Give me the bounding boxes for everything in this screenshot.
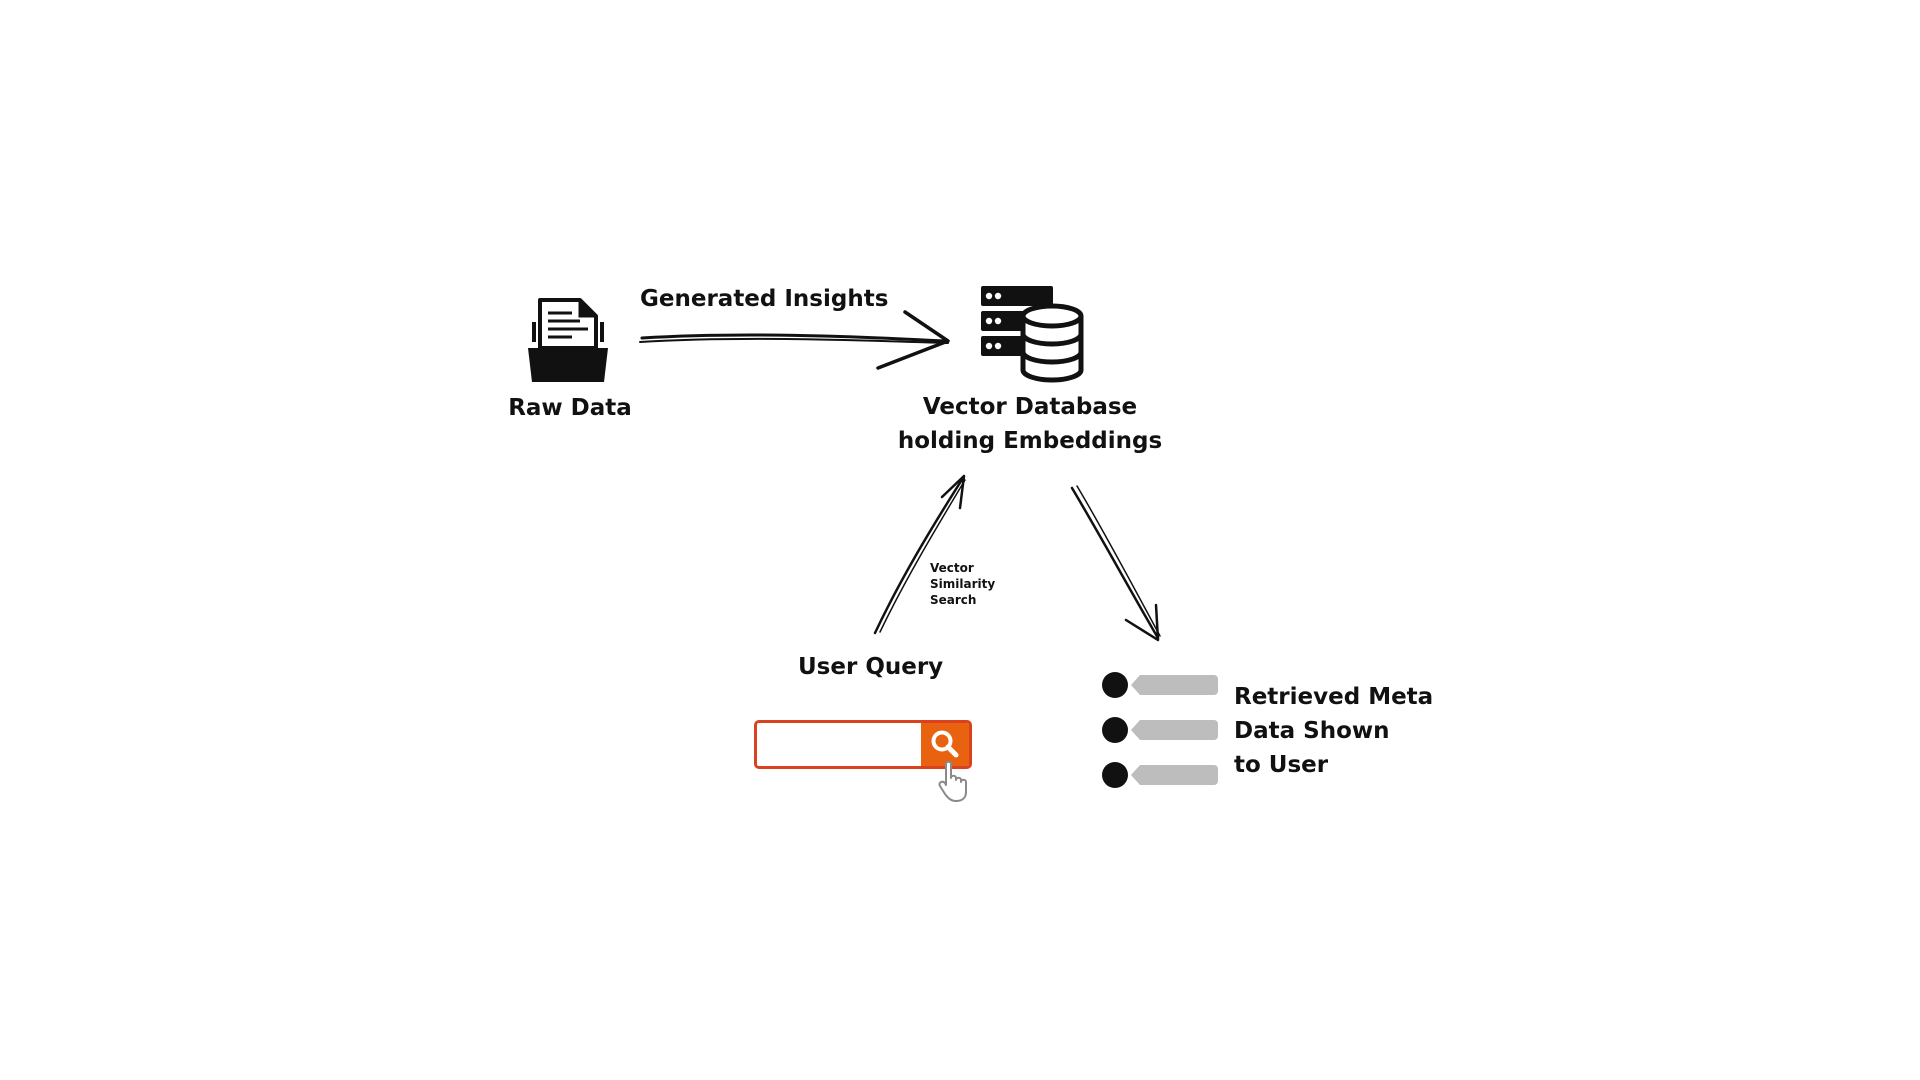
search-bar bbox=[754, 720, 972, 769]
vector-similarity-search-label: Vector Similarity Search bbox=[930, 560, 995, 608]
arrow-raw-to-db bbox=[639, 310, 950, 370]
arrow-query-to-db bbox=[873, 474, 966, 635]
retrieved-label-line: Retrieved Meta bbox=[1234, 684, 1434, 710]
user-query-label: User Query bbox=[798, 654, 944, 680]
retrieved-label-line: Data Shown bbox=[1234, 718, 1390, 744]
list-item bbox=[1102, 717, 1218, 743]
generated-insights-label: Generated Insights bbox=[640, 286, 889, 312]
raw-data-label: Raw Data bbox=[508, 395, 632, 421]
vector-database-label: Vector Database holding Embeddings bbox=[880, 390, 1180, 458]
vector-database-label-line: holding Embeddings bbox=[897, 428, 1163, 454]
hand-cursor-icon bbox=[938, 760, 967, 802]
vector-database-label-line: Vector Database bbox=[922, 394, 1138, 420]
search-button[interactable] bbox=[921, 723, 969, 766]
list-item bbox=[1102, 762, 1218, 788]
similarity-label-line: Vector bbox=[930, 561, 974, 575]
retrieved-label-line: to User bbox=[1234, 752, 1329, 778]
search-icon bbox=[931, 730, 959, 758]
search-input[interactable] bbox=[757, 723, 924, 766]
arrow-db-to-results bbox=[1070, 485, 1161, 642]
list-item bbox=[1102, 672, 1218, 698]
similarity-label-line: Similarity bbox=[930, 577, 996, 591]
similarity-label-line: Search bbox=[930, 593, 977, 607]
retrieved-metadata-label: Retrieved Meta Data Shown to User bbox=[1234, 680, 1433, 782]
